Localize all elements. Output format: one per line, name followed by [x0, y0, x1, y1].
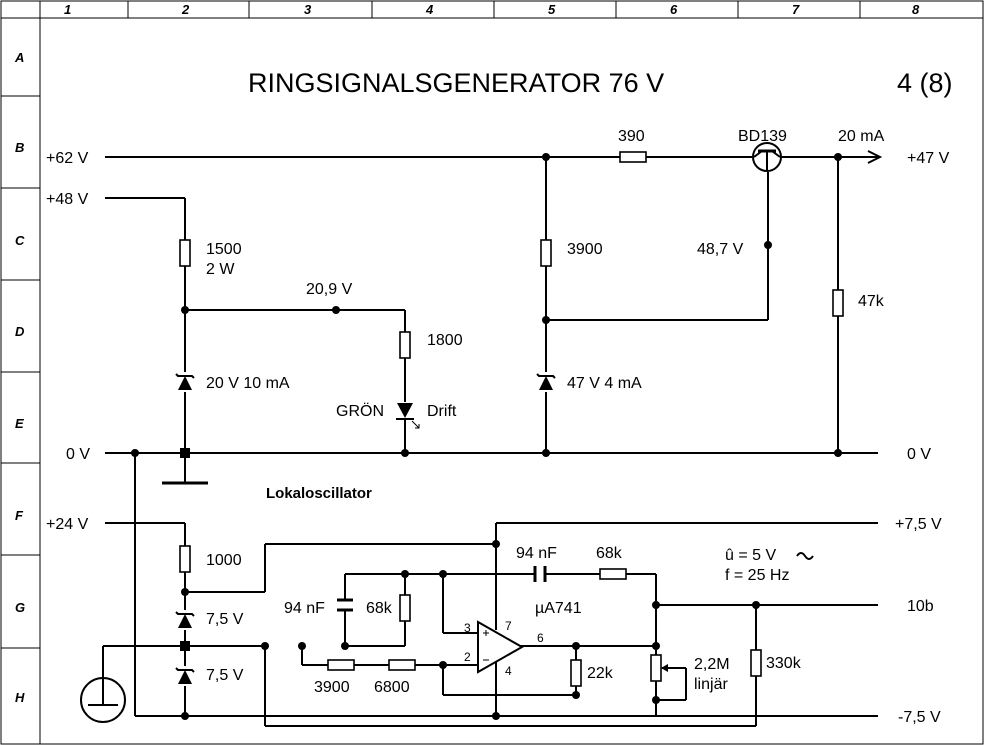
capacitor-94nf-left [337, 598, 353, 612]
label-zener-7-5v-lower: 7,5 V [206, 667, 244, 684]
rail-label-24v: +24 V [46, 516, 89, 533]
rail-label-0v-right: 0 V [907, 446, 931, 463]
row-label-e: E [15, 416, 24, 431]
resistor-3900-bottom [327, 659, 355, 671]
label-zener-7-5v-upper: 7,5 V [206, 611, 244, 628]
rail-label-62v: +62 V [46, 150, 89, 167]
output-label-47v: +47 V [907, 150, 950, 167]
column-label-1: 1 [64, 2, 71, 17]
upper-components [131, 142, 844, 458]
resistor-3900-top [540, 239, 552, 267]
column-label-2: 2 [181, 2, 190, 17]
resistor-6800 [388, 659, 416, 671]
row-label-a: A [14, 50, 24, 65]
label-resistor-1800: 1800 [427, 332, 463, 349]
resistor-330k [750, 649, 762, 677]
label-node-48-7v: 48,7 V [697, 241, 744, 258]
label-opamp-pin4: 4 [505, 664, 512, 678]
oscillator-components [80, 540, 814, 723]
column-label-7: 7 [792, 2, 800, 17]
resistor-68k-left [399, 594, 411, 622]
label-led-color: GRÖN [336, 402, 384, 420]
label-opamp-pin6: 6 [537, 631, 544, 645]
label-resistor-390: 390 [618, 128, 645, 145]
label-opamp-pin3: 3 [464, 621, 471, 635]
rail-label-48v: +48 V [46, 191, 89, 208]
ground-icon [80, 677, 126, 723]
transistor-icon [752, 142, 782, 172]
label-power-2w: 2 W [206, 261, 235, 278]
oscillator-wires [102, 453, 878, 727]
label-resistor-22k: 22k [587, 665, 614, 682]
sine-wave-icon [796, 552, 814, 560]
potentiometer-icon [650, 654, 668, 682]
output-label-10b: 10b [907, 598, 934, 615]
label-zener-20v: 20 V 10 mA [206, 375, 290, 392]
sheet-number: 4 (8) [897, 68, 953, 98]
resistor-1000 [179, 545, 191, 573]
led-icon [396, 403, 420, 429]
row-label-b: B [15, 140, 24, 155]
column-label-8: 8 [912, 2, 920, 17]
label-resistor-3900-bottom: 3900 [314, 679, 350, 696]
upper-wires [105, 150, 883, 485]
label-amplitude: û = 5 V [725, 547, 776, 564]
opamp-icon [477, 620, 525, 674]
column-label-4: 4 [425, 2, 434, 17]
label-resistor-1500: 1500 [206, 241, 242, 258]
label-frequency: f = 25 Hz [725, 567, 789, 584]
resistor-47k [832, 289, 844, 317]
column-label-6: 6 [670, 2, 678, 17]
resistor-68k-top [599, 568, 627, 580]
label-bd139: BD139 [738, 128, 787, 145]
row-label-h: H [15, 690, 25, 705]
label-capacitor-94nf-left: 94 nF [284, 600, 325, 617]
output-label-7-5v-neg: -7,5 V [898, 709, 941, 726]
row-label-d: D [15, 324, 25, 339]
row-label-g: G [15, 600, 25, 615]
diagram-title: RINGSIGNALSGENERATOR 76 V [248, 68, 664, 98]
label-opamp-pin2: 2 [464, 650, 471, 664]
resistor-1500 [179, 239, 191, 267]
label-potentiometer-2-2m: 2,2M [694, 656, 730, 673]
zener-diode-7-5v-lower [175, 667, 195, 684]
zener-diode-7-5v-upper [175, 611, 195, 628]
label-potentiometer-linjar: linjär [694, 676, 728, 693]
section-title-lokaloscillator: Lokaloscillator [266, 485, 372, 502]
resistor-1800 [399, 331, 411, 359]
resistor-390 [619, 151, 647, 163]
label-resistor-6800: 6800 [374, 679, 410, 696]
label-resistor-68k-left: 68k [366, 600, 393, 617]
label-resistor-68k-top: 68k [596, 545, 623, 562]
label-zener-47v: 47 V 4 mA [567, 375, 642, 392]
column-label-3: 3 [304, 2, 312, 17]
row-label-f: F [15, 508, 24, 523]
label-resistor-1000: 1000 [206, 552, 242, 569]
label-opamp-ua741: µA741 [535, 600, 582, 617]
label-resistor-330k: 330k [766, 655, 802, 672]
label-led-drift: Drift [427, 403, 457, 420]
label-resistor-47k: 47k [858, 293, 885, 310]
rail-label-0v-left: 0 V [66, 446, 90, 463]
output-label-7-5v-pos: +7,5 V [895, 516, 942, 533]
zener-diode-47v [536, 373, 556, 390]
row-label-c: C [15, 233, 25, 248]
column-label-5: 5 [548, 2, 556, 17]
label-opamp-pin7: 7 [505, 619, 512, 633]
label-node-20-9v: 20,9 V [306, 281, 353, 298]
capacitor-94nf-top [533, 566, 547, 582]
zener-diode-20v [175, 373, 195, 390]
label-resistor-3900-top: 3900 [567, 241, 603, 258]
label-current-20ma: 20 mA [838, 128, 885, 145]
resistor-22k [570, 659, 582, 687]
label-capacitor-94nf-top: 94 nF [516, 545, 557, 562]
